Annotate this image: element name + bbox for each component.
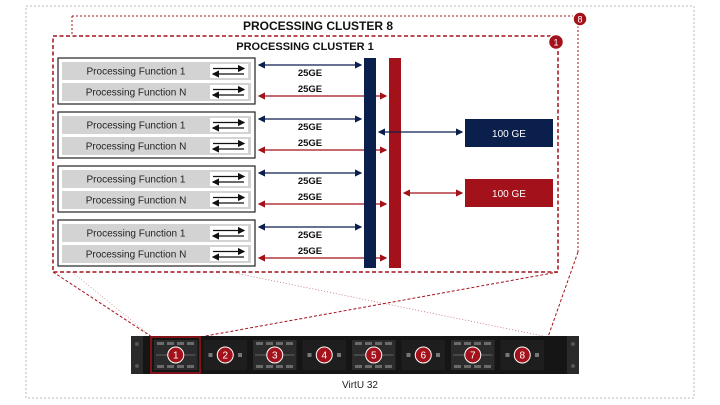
device-label: VirtU 32 (342, 380, 378, 391)
function-box (62, 83, 251, 101)
device-slot: 7 (451, 340, 495, 370)
slot-badge (315, 346, 333, 364)
slot-badge (365, 346, 383, 364)
uplink-navy-label: 100 GE (492, 129, 526, 140)
uplink-navy: 100 GE (377, 119, 553, 147)
function-label: Processing Function 1 (87, 229, 186, 240)
device-ear-left (131, 336, 143, 374)
function-box (62, 245, 251, 263)
function-label: Processing Function N (86, 142, 187, 153)
function-label: Processing Function 1 (87, 121, 186, 132)
virtu-device: 1 2 3 4 5 6 7 8 VirtU 32 (131, 336, 579, 391)
slot-badge-label: 8 (519, 351, 525, 362)
slot-badge-label: 6 (420, 351, 426, 362)
function-label: Processing Function 1 (87, 67, 186, 78)
uplink-navy-box (465, 119, 553, 147)
link-navy-label: 25GE (298, 176, 322, 187)
navy-switch-bus (364, 58, 376, 268)
function-port-pad (210, 64, 248, 78)
slot-badge-label: 3 (272, 351, 278, 362)
device-slot: 1 (154, 340, 198, 370)
link-navy-label: 25GE (298, 230, 322, 241)
cluster-8-badge-label: 8 (577, 15, 582, 25)
uplink-red-label: 100 GE (492, 189, 526, 200)
function-port-pad (210, 172, 248, 186)
red-switch-bus (389, 58, 401, 268)
slot-badge (464, 346, 482, 364)
cluster-1-badge: 1 (547, 33, 565, 51)
page-frame (25, 5, 695, 399)
function-box (62, 170, 251, 188)
cluster-1-badge-label: 1 (553, 38, 558, 48)
device-slot: 2 (203, 340, 247, 370)
function-group: Processing Function 1 Processing Function… (57, 111, 388, 159)
function-label: Processing Function N (86, 250, 187, 261)
function-port-pad (210, 85, 248, 99)
uplink-red-box (465, 179, 553, 207)
function-label: Processing Function N (86, 196, 187, 207)
slot-badge-label: 5 (371, 351, 377, 362)
slot-badge-label: 1 (173, 351, 179, 362)
function-group: Processing Function 1 Processing Function… (57, 57, 388, 105)
function-label: Processing Function 1 (87, 175, 186, 186)
cluster-8-title: PROCESSING CLUSTER 8 (243, 19, 393, 33)
slot-badge (167, 346, 185, 364)
function-group: Processing Function 1 Processing Function… (57, 219, 388, 267)
function-box (62, 191, 251, 209)
function-port-pad (210, 139, 248, 153)
function-box (62, 137, 251, 155)
slot-badge (266, 346, 284, 364)
link-navy-label: 25GE (298, 122, 322, 133)
function-port-pad (210, 193, 248, 207)
link-red-label: 25GE (298, 138, 322, 149)
slot-badge-label: 4 (321, 351, 327, 362)
function-box (62, 116, 251, 134)
cluster-8-badge: 8 (572, 11, 588, 27)
uplink-red: 100 GE (402, 179, 553, 207)
function-box (62, 224, 251, 242)
projection-lines (52, 251, 579, 338)
function-group: Processing Function 1 Processing Function… (57, 165, 388, 213)
slot-badge-label: 7 (470, 351, 476, 362)
function-label: Processing Function N (86, 88, 187, 99)
slot-badge (216, 346, 234, 364)
function-box (62, 62, 251, 80)
function-port-pad (210, 247, 248, 261)
slot-badge (513, 346, 531, 364)
device-slot: 4 (302, 340, 346, 370)
device-slot: 5 (352, 340, 396, 370)
link-red-label: 25GE (298, 84, 322, 95)
function-port-pad (210, 118, 248, 132)
link-navy-label: 25GE (298, 68, 322, 79)
cluster-1-title: PROCESSING CLUSTER 1 (236, 41, 374, 53)
link-red-label: 25GE (298, 192, 322, 203)
device-slots: 1 2 3 4 5 6 7 8 (154, 340, 544, 370)
function-port-pad (210, 226, 248, 240)
slot-badge (414, 346, 432, 364)
device-slot: 8 (500, 340, 544, 370)
device-slot: 3 (253, 340, 297, 370)
device-slot: 6 (401, 340, 445, 370)
function-groups: Processing Function 1 Processing Function… (57, 57, 388, 267)
slot-1-highlight (150, 336, 201, 374)
cluster-8: PROCESSING CLUSTER 8 8 (71, 11, 588, 252)
device-ear-right (567, 336, 579, 374)
slot-badge-label: 2 (222, 351, 228, 362)
link-red-label: 25GE (298, 246, 322, 257)
